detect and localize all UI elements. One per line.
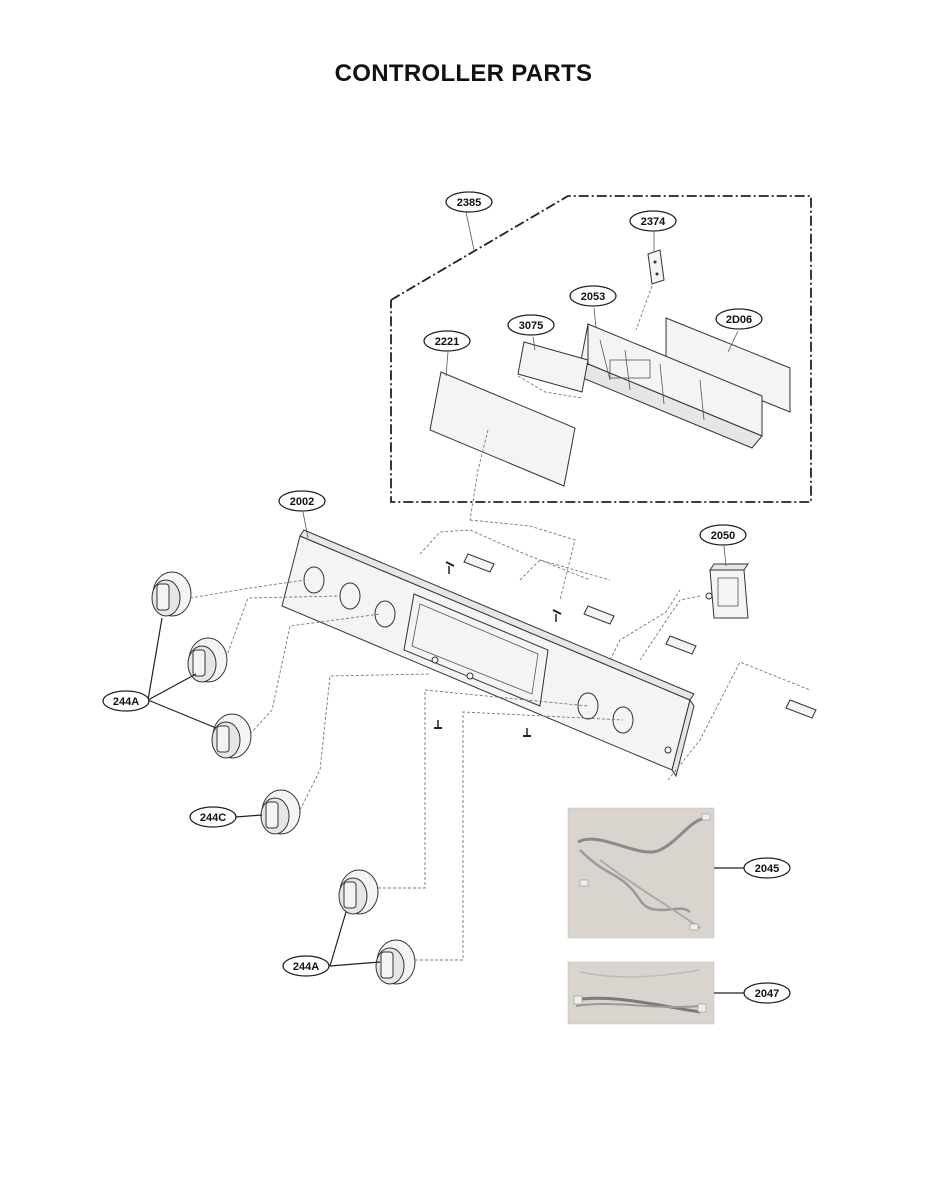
connector-knob2 <box>225 595 341 659</box>
knob-244a-1 <box>151 571 192 617</box>
knob-244a-2 <box>187 637 228 683</box>
leader-2002 <box>302 511 309 539</box>
callout-2053: 2053 <box>569 285 617 307</box>
label-3075: 3075 <box>519 320 543 332</box>
callout-2385: 2385 <box>445 191 493 213</box>
knob-244a-3 <box>211 713 252 759</box>
part-2050-switch <box>705 563 749 619</box>
label-244a-bottom: 244A <box>293 961 319 973</box>
assembly-boundary <box>390 195 812 503</box>
connector-2221 <box>469 429 489 521</box>
label-2002: 2002 <box>290 496 314 508</box>
label-2045: 2045 <box>755 863 779 875</box>
connector-knob244c <box>299 673 431 811</box>
connector-2374 <box>635 285 653 331</box>
connector-tabs <box>463 553 817 719</box>
leader-2050 <box>723 545 727 567</box>
callout-244a-bottom: 244A <box>282 955 330 977</box>
callout-2006: 2D06 <box>715 308 763 330</box>
screw-icons <box>434 561 562 737</box>
label-244a-top: 244A <box>113 696 139 708</box>
part-2053-housing <box>577 323 763 449</box>
leader-3075 <box>532 336 536 351</box>
callout-2045: 2045 <box>743 857 791 879</box>
connector-knob5 <box>415 711 624 961</box>
callout-244c: 244C <box>189 806 237 828</box>
part-2002-control-panel <box>281 529 695 778</box>
part-2047-wire-harness <box>567 961 715 1025</box>
connector-2050 <box>639 595 701 661</box>
diagram-title: CONTROLLER PARTS <box>334 60 593 87</box>
leader-244c <box>235 814 263 818</box>
connector-tabs-a <box>419 529 591 581</box>
part-3075-frame <box>517 341 589 393</box>
knob-244c <box>260 789 301 835</box>
callout-2050: 2050 <box>699 524 747 546</box>
knob-244a-4 <box>338 869 379 915</box>
connector-assembly-panel <box>469 519 576 601</box>
label-244c: 244C <box>200 812 226 824</box>
part-2045-wire-harness <box>567 807 715 939</box>
connector-tabs-c <box>609 589 681 661</box>
label-2385: 2385 <box>457 197 481 209</box>
label-2047: 2047 <box>755 988 779 1000</box>
leaders-244a-top <box>147 617 217 729</box>
callout-3075: 3075 <box>507 314 555 336</box>
connector-tabs-b <box>519 559 611 581</box>
callout-2002: 2002 <box>278 490 326 512</box>
leader-2221 <box>445 351 449 377</box>
leaders-244a-bottom <box>329 911 381 967</box>
callout-2374: 2374 <box>629 210 677 232</box>
leader-2006 <box>727 330 739 353</box>
connector-3075 <box>517 375 583 399</box>
label-2006: 2D06 <box>726 314 752 326</box>
label-2053: 2053 <box>581 291 605 303</box>
part-2006-board <box>665 317 791 413</box>
leader-2385 <box>465 211 475 251</box>
part-2374-bracket <box>647 249 665 285</box>
label-2050: 2050 <box>711 530 735 542</box>
label-2221: 2221 <box>435 336 459 348</box>
leader-2053 <box>593 307 597 329</box>
callout-2047: 2047 <box>743 982 791 1004</box>
callout-2221: 2221 <box>423 330 471 352</box>
connector-knob3 <box>249 613 381 735</box>
label-2374: 2374 <box>641 216 666 228</box>
part-2221-window <box>429 371 576 487</box>
knob-244a-5 <box>375 939 416 985</box>
connector-tabs-d <box>667 661 811 781</box>
connector-knob4 <box>378 689 589 889</box>
connector-knob1 <box>189 579 306 599</box>
callout-244a-top: 244A <box>102 690 150 712</box>
